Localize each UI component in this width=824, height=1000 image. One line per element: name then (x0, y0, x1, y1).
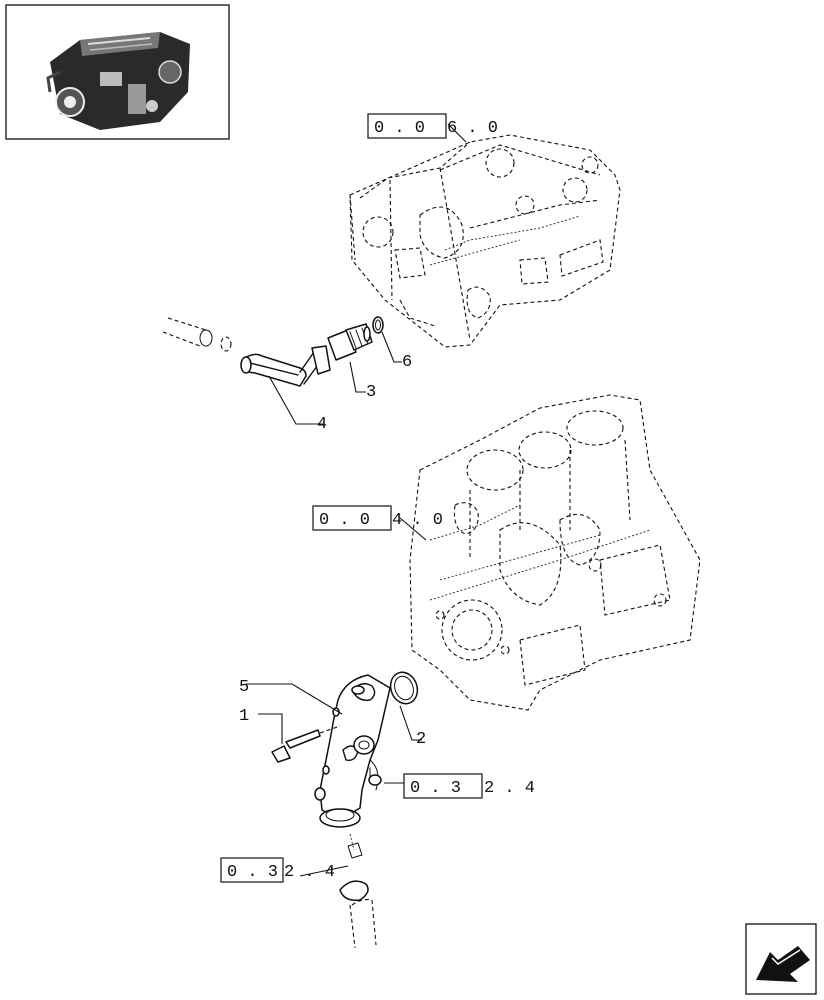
reference-bottom-rest: 2 . 4 (284, 863, 335, 882)
upstream-hose-outline (162, 317, 232, 352)
reference-top[interactable]: 0 . 0 6 . 0 (367, 113, 498, 139)
reference-top-boxed: 0 . 0 (374, 119, 425, 138)
pipe-part-4[interactable] (240, 345, 331, 387)
part-label-2: 2 (416, 730, 426, 749)
next-page-arrow-icon[interactable] (745, 923, 817, 995)
reference-mid-rest: 4 . 0 (392, 511, 443, 530)
plug-fitting (368, 767, 382, 786)
reference-right-boxed: 0 . 3 (410, 779, 461, 798)
upper-engine-block (349, 134, 621, 348)
part-label-6: 6 (402, 353, 412, 372)
reference-top-rest: 6 . 0 (447, 119, 498, 138)
fitting-part-3[interactable] (327, 323, 373, 361)
lower-hose-outline (339, 833, 377, 949)
part-label-5: 5 (239, 678, 249, 697)
part-label-4: 4 (317, 415, 327, 434)
part-label-3: 3 (366, 383, 376, 402)
lower-engine-block (409, 394, 701, 711)
reference-bottom-boxed: 0 . 3 (227, 863, 278, 882)
part-label-1: 1 (239, 707, 249, 726)
leader-lines (246, 123, 467, 877)
reference-mid-boxed: 0 . 0 (319, 511, 370, 530)
oring-part-2[interactable] (386, 669, 421, 708)
seal-ring-part-6[interactable] (372, 316, 384, 334)
engine-thumbnail-icon[interactable] (5, 4, 230, 140)
reference-mid[interactable]: 0 . 0 4 . 0 (312, 505, 443, 531)
bolt-part-1[interactable] (271, 725, 341, 763)
housing-part-5[interactable] (314, 674, 391, 828)
reference-right-rest: 2 . 4 (484, 779, 535, 798)
reference-bottom[interactable]: 0 . 3 2 . 4 (220, 857, 335, 883)
reference-right[interactable]: 0 . 3 2 . 4 (403, 773, 535, 799)
